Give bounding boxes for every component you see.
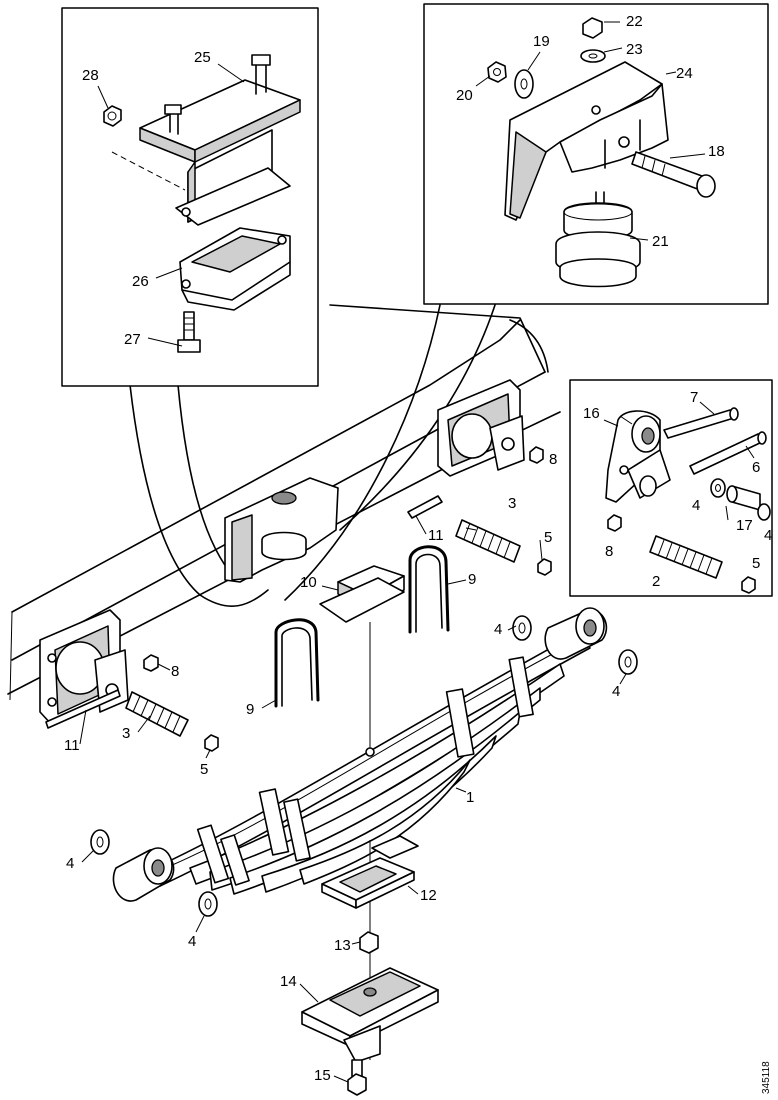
label-26: 26 xyxy=(132,273,149,290)
label-9-right: 9 xyxy=(468,571,476,588)
label-22: 22 xyxy=(626,13,643,30)
label-28: 28 xyxy=(82,67,99,84)
label-17: 17 xyxy=(736,517,753,534)
callout-line-left xyxy=(129,384,269,607)
center-bumper-bracket xyxy=(224,477,339,583)
leaf-spring xyxy=(90,607,638,917)
label-9-left: 9 xyxy=(246,701,254,718)
right-spring-hanger xyxy=(407,379,552,576)
label-27: 27 xyxy=(124,331,141,348)
label-18: 18 xyxy=(708,143,725,160)
u-bolts-and-spacer xyxy=(274,545,450,760)
label-23: 23 xyxy=(626,41,643,58)
label-11-right: 11 xyxy=(428,527,444,544)
label-4-right-upper: 4 xyxy=(494,621,502,638)
label-20: 20 xyxy=(456,87,473,104)
label-21: 21 xyxy=(652,233,669,250)
label-1: 1 xyxy=(466,789,474,806)
label-8-left: 8 xyxy=(171,663,179,680)
label-12: 12 xyxy=(420,887,437,904)
inset-top-left xyxy=(61,7,319,387)
callout-labels: 28 25 26 27 22 19 23 20 24 18 21 16 7 6 … xyxy=(64,13,772,1094)
label-4-inset-a: 4 xyxy=(692,497,700,514)
label-4-inset-b: 4 xyxy=(764,527,772,544)
label-3-left: 3 xyxy=(122,725,130,742)
label-5-inset: 5 xyxy=(752,555,760,572)
label-4-left-lower: 4 xyxy=(188,933,196,950)
label-19: 19 xyxy=(533,33,550,50)
label-5-right: 5 xyxy=(544,529,552,546)
label-4-left-upper: 4 xyxy=(66,855,74,872)
inset-right xyxy=(569,379,773,597)
callout-line-left-inner xyxy=(177,384,236,579)
leader-lines xyxy=(79,415,633,1083)
label-3-right: 3 xyxy=(508,495,516,512)
label-15: 15 xyxy=(314,1067,331,1084)
label-6: 6 xyxy=(752,459,760,476)
inset-top-right xyxy=(423,3,769,305)
label-13: 13 xyxy=(334,937,351,954)
label-8-right: 8 xyxy=(549,451,557,468)
left-spring-hanger xyxy=(39,609,219,752)
label-7: 7 xyxy=(690,389,698,406)
label-11-left: 11 xyxy=(64,737,80,754)
label-4-right-lower: 4 xyxy=(612,683,620,700)
label-8-inset: 8 xyxy=(605,543,613,560)
label-25: 25 xyxy=(194,49,211,66)
label-2: 2 xyxy=(652,573,660,590)
callout-line-right xyxy=(284,304,441,601)
axle-seat-assembly xyxy=(301,835,439,1096)
label-5-left: 5 xyxy=(200,761,208,778)
label-10: 10 xyxy=(300,574,317,591)
drawing-code: 345118 xyxy=(761,1061,772,1094)
label-24: 24 xyxy=(676,65,693,82)
label-14: 14 xyxy=(280,973,297,990)
label-16: 16 xyxy=(583,405,600,422)
